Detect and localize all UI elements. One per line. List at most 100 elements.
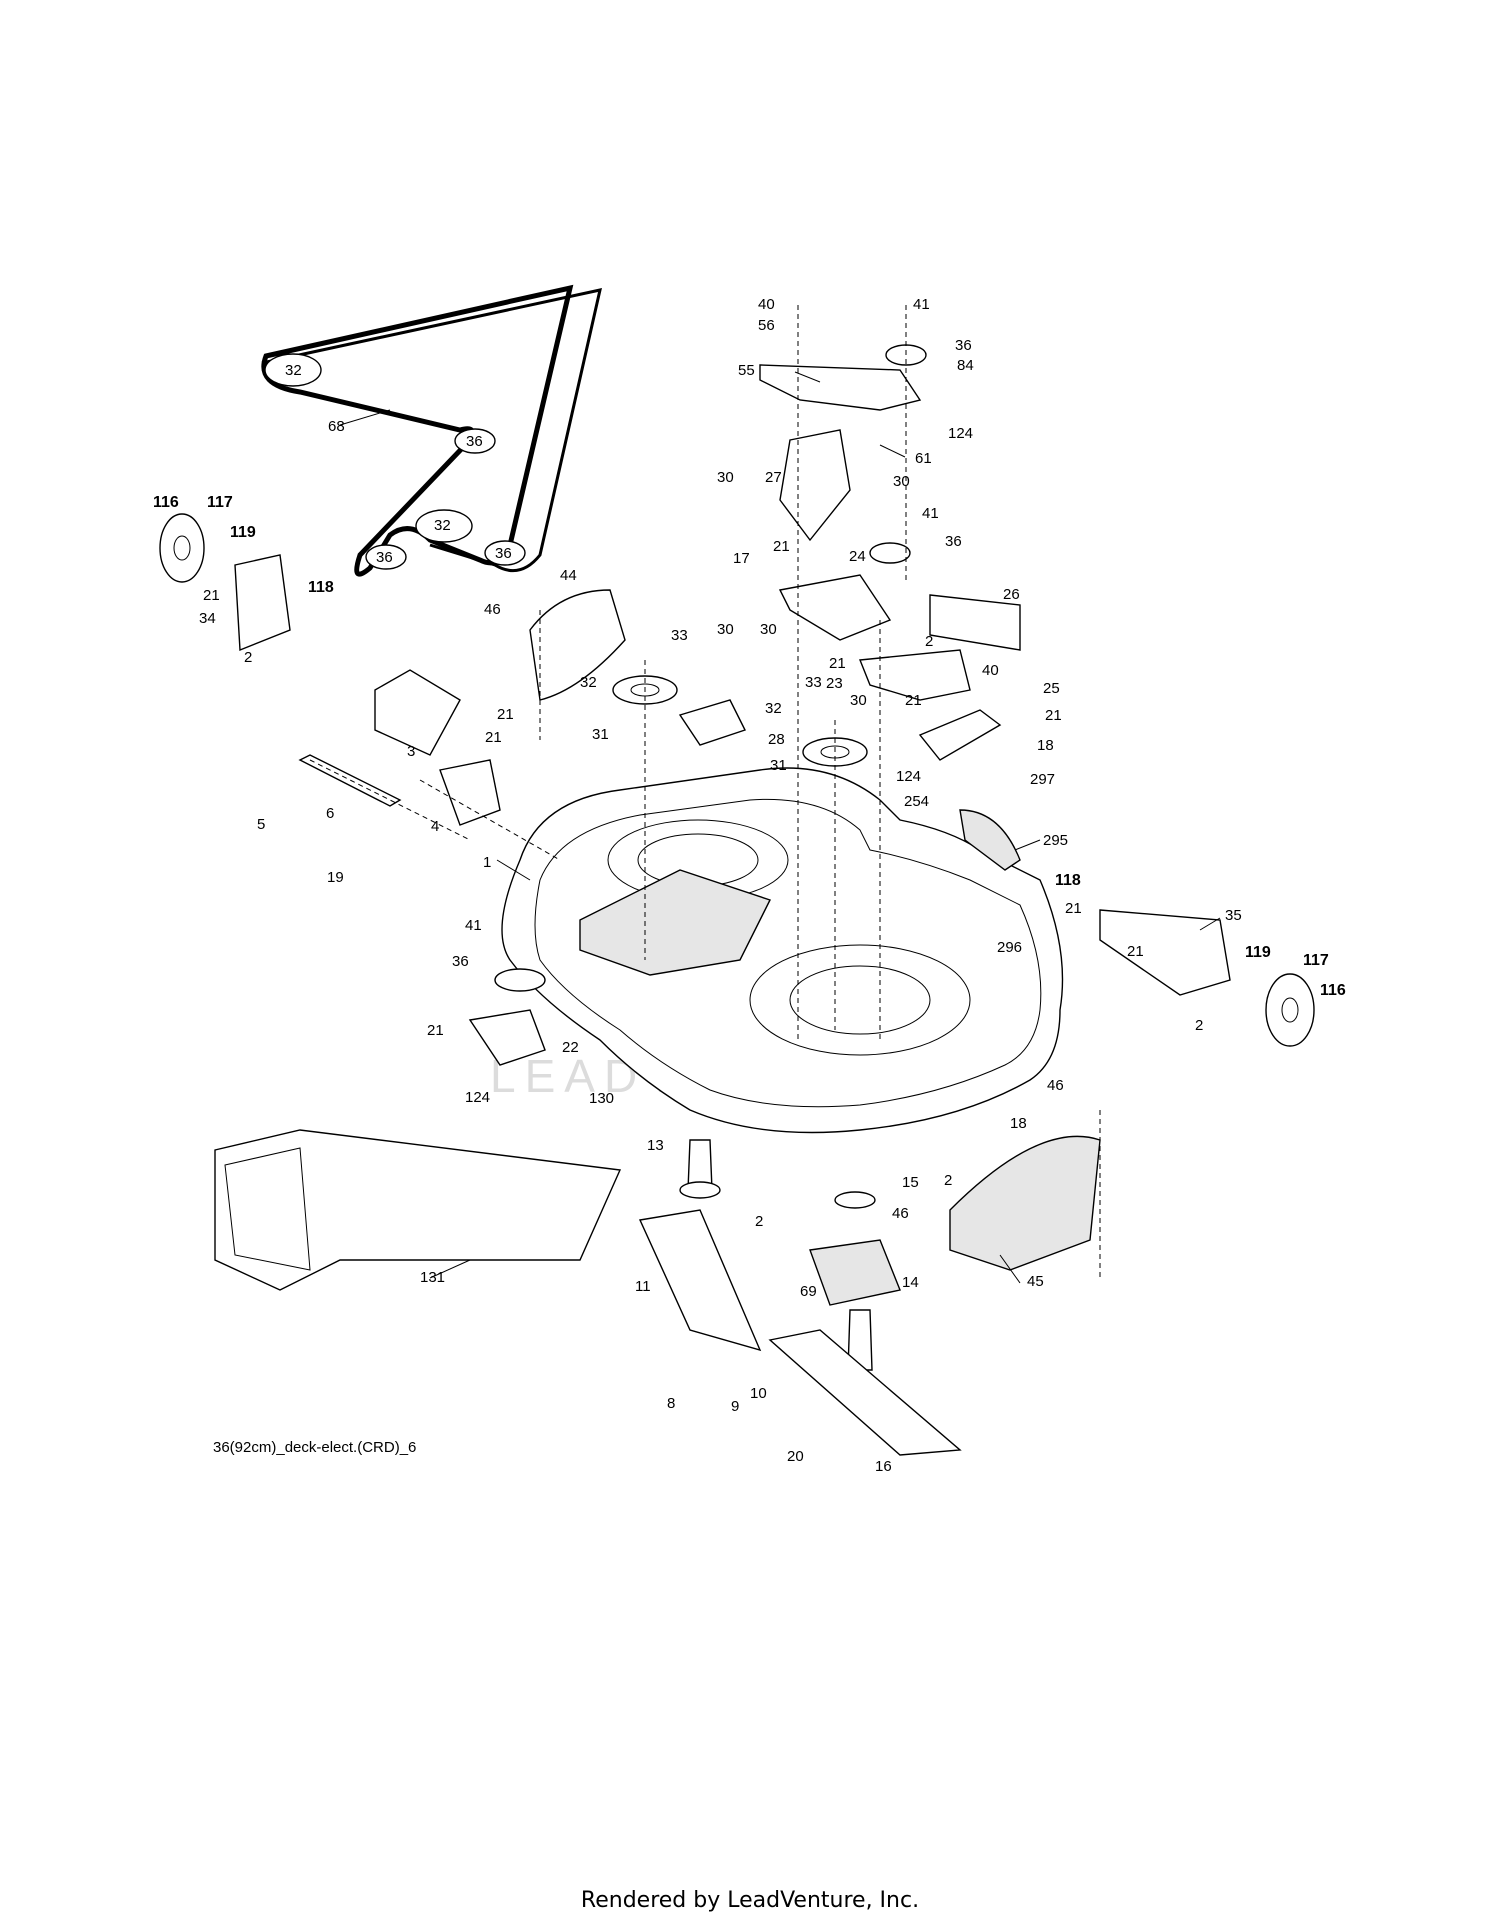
label-5: 5 bbox=[257, 816, 265, 833]
label-41: 41 bbox=[922, 505, 939, 522]
blade-16 bbox=[768, 1329, 962, 1456]
label-33: 33 bbox=[671, 627, 688, 644]
label-30: 30 bbox=[850, 692, 867, 709]
bracket-4 bbox=[439, 759, 501, 826]
leader-lines bbox=[339, 371, 1221, 1284]
label-295: 295 bbox=[1043, 832, 1068, 849]
label-68: 68 bbox=[328, 418, 345, 435]
label-3: 3 bbox=[407, 743, 415, 760]
bracket-22 bbox=[468, 1009, 546, 1066]
label-2: 2 bbox=[1195, 1017, 1203, 1034]
label-23: 23 bbox=[826, 675, 843, 692]
link-6 bbox=[298, 754, 402, 807]
label-84: 84 bbox=[957, 357, 974, 374]
bracket-3 bbox=[374, 669, 461, 756]
label-118: 118 bbox=[308, 579, 334, 596]
label-36: 36 bbox=[466, 433, 483, 450]
label-21: 21 bbox=[905, 692, 922, 709]
label-9: 9 bbox=[731, 1398, 739, 1415]
label-36: 36 bbox=[376, 549, 393, 566]
bracket-23 bbox=[859, 649, 971, 701]
diagram-caption: 36(92cm)_deck-elect.(CRD)_6 bbox=[213, 1439, 416, 1456]
label-21: 21 bbox=[203, 587, 220, 604]
label-30: 30 bbox=[893, 473, 910, 490]
bracket-26 bbox=[929, 594, 1021, 651]
label-41: 41 bbox=[465, 917, 482, 934]
label-46: 46 bbox=[1047, 1077, 1064, 1094]
mandrel-69 bbox=[847, 1309, 873, 1371]
gauge-wheel-left bbox=[159, 513, 205, 583]
label-1: 1 bbox=[483, 854, 491, 871]
label-31: 31 bbox=[592, 726, 609, 743]
label-18: 18 bbox=[1010, 1115, 1027, 1132]
label-40: 40 bbox=[758, 296, 775, 313]
shield-45 bbox=[949, 1135, 1101, 1271]
label-4: 4 bbox=[431, 818, 439, 835]
label-13: 13 bbox=[647, 1137, 664, 1154]
label-36: 36 bbox=[945, 533, 962, 550]
label-19: 19 bbox=[327, 869, 344, 886]
label-254: 254 bbox=[904, 793, 929, 810]
label-28: 28 bbox=[768, 731, 785, 748]
drive-belt bbox=[261, 284, 602, 577]
label-24: 24 bbox=[849, 548, 866, 565]
label-30: 30 bbox=[760, 621, 777, 638]
label-119: 119 bbox=[230, 524, 256, 541]
label-61: 61 bbox=[915, 450, 932, 467]
idler-pulley-36-left bbox=[494, 968, 546, 992]
label-124: 124 bbox=[465, 1089, 490, 1106]
mandrel-13 bbox=[679, 1139, 721, 1199]
label-41: 41 bbox=[913, 296, 930, 313]
label-32: 32 bbox=[434, 517, 451, 534]
label-21: 21 bbox=[1045, 707, 1062, 724]
label-2: 2 bbox=[925, 633, 933, 650]
label-17: 17 bbox=[733, 550, 750, 567]
bracket-34 bbox=[234, 554, 291, 652]
assembly-lines bbox=[309, 305, 1101, 1280]
footer-credit: Rendered by LeadVenture, Inc. bbox=[580, 1888, 920, 1913]
mower-deck-housing bbox=[501, 767, 1064, 1134]
label-20: 20 bbox=[787, 1448, 804, 1465]
label-22: 22 bbox=[562, 1039, 579, 1056]
label-25: 25 bbox=[1043, 680, 1060, 697]
bracket-35 bbox=[1099, 909, 1231, 996]
label-11: 11 bbox=[635, 1278, 651, 1295]
bracket-28 bbox=[678, 699, 746, 746]
label-21: 21 bbox=[1065, 900, 1082, 917]
label-130: 130 bbox=[589, 1090, 614, 1107]
shield-295 bbox=[959, 809, 1021, 871]
upper-bracket-55 bbox=[759, 344, 927, 411]
label-31: 31 bbox=[770, 757, 787, 774]
label-69: 69 bbox=[800, 1283, 817, 1300]
label-26: 26 bbox=[1003, 586, 1020, 603]
blade-11 bbox=[638, 1209, 762, 1352]
label-27: 27 bbox=[765, 469, 782, 486]
idler-arm-24 bbox=[778, 542, 911, 641]
shield-44 bbox=[529, 589, 626, 701]
label-46: 46 bbox=[892, 1205, 909, 1222]
label-2: 2 bbox=[755, 1213, 763, 1230]
label-116: 116 bbox=[153, 494, 179, 511]
label-21: 21 bbox=[1127, 943, 1144, 960]
label-56: 56 bbox=[758, 317, 775, 334]
discharge-chute-131 bbox=[214, 1129, 622, 1291]
label-30: 30 bbox=[717, 621, 734, 638]
label-14: 14 bbox=[902, 1274, 919, 1291]
label-40: 40 bbox=[982, 662, 999, 679]
label-2: 2 bbox=[944, 1172, 952, 1189]
label-10: 10 bbox=[750, 1385, 767, 1402]
label-36: 36 bbox=[955, 337, 972, 354]
label-33: 33 bbox=[805, 674, 822, 691]
idler-bracket-27 bbox=[779, 429, 851, 542]
label-117: 117 bbox=[1303, 952, 1329, 969]
label-21: 21 bbox=[773, 538, 790, 555]
label-2: 2 bbox=[244, 649, 252, 666]
bracket-25 bbox=[918, 709, 1002, 761]
label-119: 119 bbox=[1245, 944, 1271, 961]
label-116: 116 bbox=[1320, 982, 1346, 999]
label-18: 18 bbox=[1037, 737, 1054, 754]
label-6: 6 bbox=[326, 805, 334, 822]
label-44: 44 bbox=[560, 567, 577, 584]
gauge-wheel-right bbox=[1265, 973, 1315, 1047]
